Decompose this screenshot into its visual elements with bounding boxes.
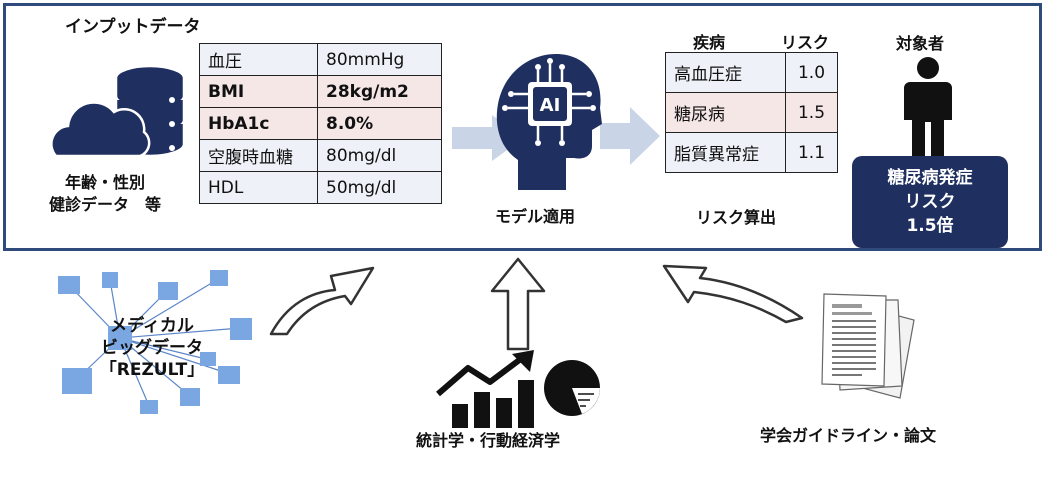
table-cell: 1.0: [785, 52, 838, 93]
table-row: 血圧 80mmHg: [199, 43, 442, 76]
model-label: モデル適用: [495, 207, 576, 226]
database-cloud-icon: [50, 64, 186, 158]
table-cell: 28kg/m2: [317, 75, 442, 108]
input-source-line: 健診データ 等: [48, 195, 161, 214]
flow-arrow-icon: [600, 107, 660, 165]
risk-header-risk: リスク: [781, 33, 830, 52]
risk-result-box: 糖尿病発症 リスク 1.5倍: [852, 156, 1008, 248]
table-cell: 1.1: [785, 132, 838, 173]
table-cell: 糖尿病: [665, 92, 786, 133]
risk-header-disease: 疾病: [693, 33, 726, 52]
table-cell: 1.5: [785, 92, 838, 133]
input-data-title: インプットデータ: [65, 17, 201, 37]
table-cell: 血圧: [199, 43, 318, 76]
ai-head-icon: AI: [496, 54, 602, 190]
bigdata-line: 「REZULT」: [99, 360, 205, 380]
bigdata-line: メディカル: [110, 316, 194, 336]
table-row: HbA1c 8.0%: [199, 107, 442, 140]
table-row: 糖尿病 1.5: [665, 92, 838, 133]
result-line: 糖尿病発症: [887, 168, 973, 188]
table-cell: 空腹時血糖: [199, 139, 318, 172]
chart-growth-icon: [436, 350, 600, 428]
stats-label: 統計学・行動経済学: [416, 431, 561, 450]
table-cell: HbA1c: [199, 107, 318, 140]
input-data-table: 血圧 80mmHg BMI 28kg/m2 HbA1c 8.0% 空腹時血糖 8…: [199, 43, 442, 204]
bigdata-label: メディカル ビッグデータ 「REZULT」: [72, 315, 232, 381]
table-row: 高血圧症 1.0: [665, 52, 838, 93]
table-cell: 脂質異常症: [665, 132, 786, 173]
up-arrow-icon: [490, 257, 546, 351]
up-right-arrow-icon: [269, 266, 375, 336]
table-cell: 80mmHg: [317, 43, 442, 76]
table-row: BMI 28kg/m2: [199, 75, 442, 108]
table-cell: 80mg/dl: [317, 139, 442, 172]
up-left-arrow-icon: [662, 264, 804, 324]
table-row: HDL 50mg/dl: [199, 171, 442, 204]
risk-footer: リスク算出: [696, 208, 777, 227]
table-row: 脂質異常症 1.1: [665, 132, 838, 173]
result-line: リスク: [904, 192, 956, 212]
table-cell: 高血圧症: [665, 52, 786, 93]
person-icon: [904, 57, 952, 156]
table-cell: 8.0%: [317, 107, 442, 140]
table-cell: 50mg/dl: [317, 171, 442, 204]
risk-table: 高血圧症 1.0 糖尿病 1.5 脂質異常症 1.1: [665, 52, 838, 173]
guidelines-label: 学会ガイドライン・論文: [760, 426, 937, 445]
input-source-line: 年齢・性別: [64, 173, 145, 192]
result-line: 1.5倍: [906, 216, 954, 236]
subject-title: 対象者: [896, 34, 945, 53]
input-source-label: 年齢・性別 健診データ 等: [20, 172, 190, 216]
table-cell: HDL: [199, 171, 318, 204]
table-row: 空腹時血糖 80mg/dl: [199, 139, 442, 172]
documents-icon: [821, 293, 915, 399]
table-cell: BMI: [199, 75, 318, 108]
bigdata-line: ビッグデータ: [101, 338, 203, 358]
ai-badge: AI: [540, 95, 561, 116]
network-graph-icon: [58, 270, 252, 414]
